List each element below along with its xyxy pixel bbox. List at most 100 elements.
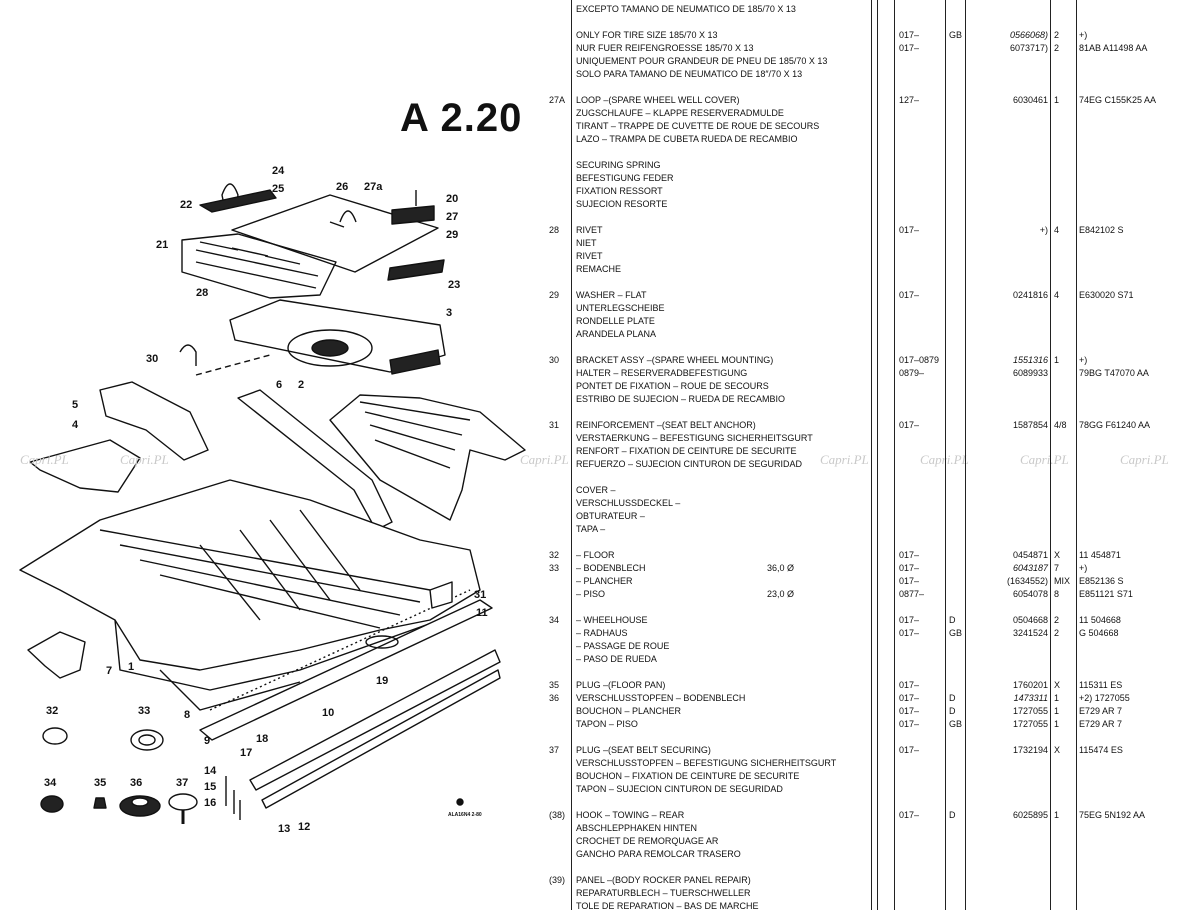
cell-qty: X [1054,745,1061,755]
callout-27a: 27a [364,181,383,193]
cell-fin: E729 AR 7 [1079,719,1123,729]
cell-cat: GB [949,30,963,40]
cell-desc: VERSCHLUSSTOPFEN – BEFESTIGUNG SICHERHEI… [576,758,837,768]
cell-desc: – PLANCHER [576,576,633,586]
callout-37: 37 [176,777,188,789]
cell-desc: ABSCHLEPPHAKEN HINTEN [576,823,698,833]
cell-fin: +2) 1727055 [1079,693,1130,703]
callout-24: 24 [272,165,285,177]
cell-desc: – WHEELHOUSE [576,615,648,625]
callout-4: 4 [72,419,79,431]
cell-qty: 2 [1054,628,1060,638]
cell-fin: 11 504668 [1079,615,1121,625]
cell-fin: 115311 ES [1079,680,1123,690]
cell-desc: REINFORCEMENT –(SEAT BELT ANCHOR) [576,420,756,430]
cell-model: 017– [899,745,920,755]
cell-qty: X [1054,550,1061,560]
callout-1: 1 [128,661,134,673]
cell-part: 0566068) [1009,30,1048,40]
column-rule [945,0,946,910]
callout-13: 13 [278,823,290,835]
callout-30: 30 [146,353,158,365]
cell-fin: E729 AR 7 [1079,706,1123,716]
exploded-floor-diagram: 1 2 3 4 5 6 7 8 9 10 11 12 13 14 15 16 1… [19,165,526,835]
cell-qty: 7 [1054,563,1060,573]
callout-23: 23 [448,279,460,291]
cell-model: 017– [899,43,920,53]
cell-fin: 74EG C155K25 AA [1079,95,1157,105]
cell-desc: REMACHE [576,264,622,274]
cell-qty: 2 [1054,615,1060,625]
callout-36: 36 [130,777,142,789]
cell-desc: LAZO – TRAMPA DE CUBETA RUEDA DE RECAMBI… [576,134,798,144]
callout-17: 17 [240,747,252,759]
callout-8: 8 [184,709,190,721]
cell-ref: 34 [549,615,560,625]
callout-27: 27 [446,211,458,223]
cell-qty: 4 [1054,225,1060,235]
cell-desc: RIVET [576,225,603,235]
cell-fin: E630020 S71 [1079,290,1134,300]
cell-fin: +) [1079,563,1088,573]
cell-fin: E852136 S [1079,576,1124,586]
cell-desc: TAPON – SUJECION CINTURON DE SEGURIDAD [576,784,783,794]
cell-fin: 79BG T47070 AA [1079,368,1149,378]
cell-desc: PLUG –(SEAT BELT SECURING) [576,745,711,755]
callout-22: 22 [180,199,192,211]
cell-ref: 28 [549,225,560,235]
cell-ref: (39) [549,875,566,885]
cell-qty: 2 [1054,43,1060,53]
cell-desc: OBTURATEUR – [576,511,645,521]
cell-fin: E842102 S [1079,225,1124,235]
cell-model: 017– [899,719,920,729]
cell-cat: GB [949,719,963,729]
cell-fin: E851121 S71 [1079,589,1133,599]
callout-labels: 1 2 3 4 5 6 7 8 9 10 11 12 13 14 15 16 1… [44,165,488,835]
cell-desc: LOOP –(SPARE WHEEL WELL COVER) [576,95,740,105]
diagram-code: ALA16N4 2-80 [448,812,482,818]
cell-desc: VERSCHLUSSDECKEL – [576,498,681,508]
callout-14: 14 [204,765,217,777]
cell-qty: X [1054,680,1061,690]
cell-desc: RONDELLE PLATE [576,316,655,326]
callout-9: 9 [204,735,210,747]
cell-desc: ESTRIBO DE SUJECION – RUEDA DE RECAMBIO [576,394,786,404]
cell-cat: D [949,693,956,703]
cell-desc: TAPA – [576,524,606,534]
cell-part: 1732194 [1012,745,1048,755]
cell-model: 017–0879 [899,355,940,365]
cell-desc: UNIQUEMENT POUR GRANDEUR DE PNEU DE 185/… [576,56,828,66]
cell-ref: 35 [549,680,560,690]
callout-20: 20 [446,193,458,205]
cell-desc: RENFORT – FIXATION DE CEINTURE DE SECURI… [576,446,797,456]
cell-qty: 4 [1054,290,1060,300]
callout-18: 18 [256,733,268,745]
cell-model: 0879– [899,368,925,378]
cell-cat: D [949,615,956,625]
cell-model: 017– [899,576,920,586]
cell-ref: (38) [549,810,566,820]
cell-qty: 1 [1054,355,1060,365]
cell-ref: 36 [549,693,560,703]
cell-fin: 75EG 5N192 AA [1079,810,1146,820]
cell-part: 6025895 [1012,810,1048,820]
cell-qty: 1 [1054,719,1060,729]
callout-11: 11 [476,607,488,619]
column-rule [965,0,966,910]
column-rule [1076,0,1077,910]
cell-part: 6043187 [1012,563,1048,573]
cell-fin: 78GG F61240 AA [1079,420,1151,430]
cell-desc: BRACKET ASSY –(SPARE WHEEL MOUNTING) [576,355,774,365]
cell-cat: D [949,706,956,716]
callout-16: 16 [204,797,216,809]
cell-desc: SECURING SPRING [576,160,661,170]
cell-ref: 31 [549,420,560,430]
cell-desc: NUR FUER REIFENGROESSE 185/70 X 13 [576,43,754,53]
callout-12: 12 [298,821,310,833]
cell-model: 017– [899,628,920,638]
cell-part: 3241524 [1012,628,1048,638]
cell-qty: 1 [1054,95,1060,105]
cell-desc: FIXATION RESSORT [576,186,663,196]
column-rule [1050,0,1051,910]
